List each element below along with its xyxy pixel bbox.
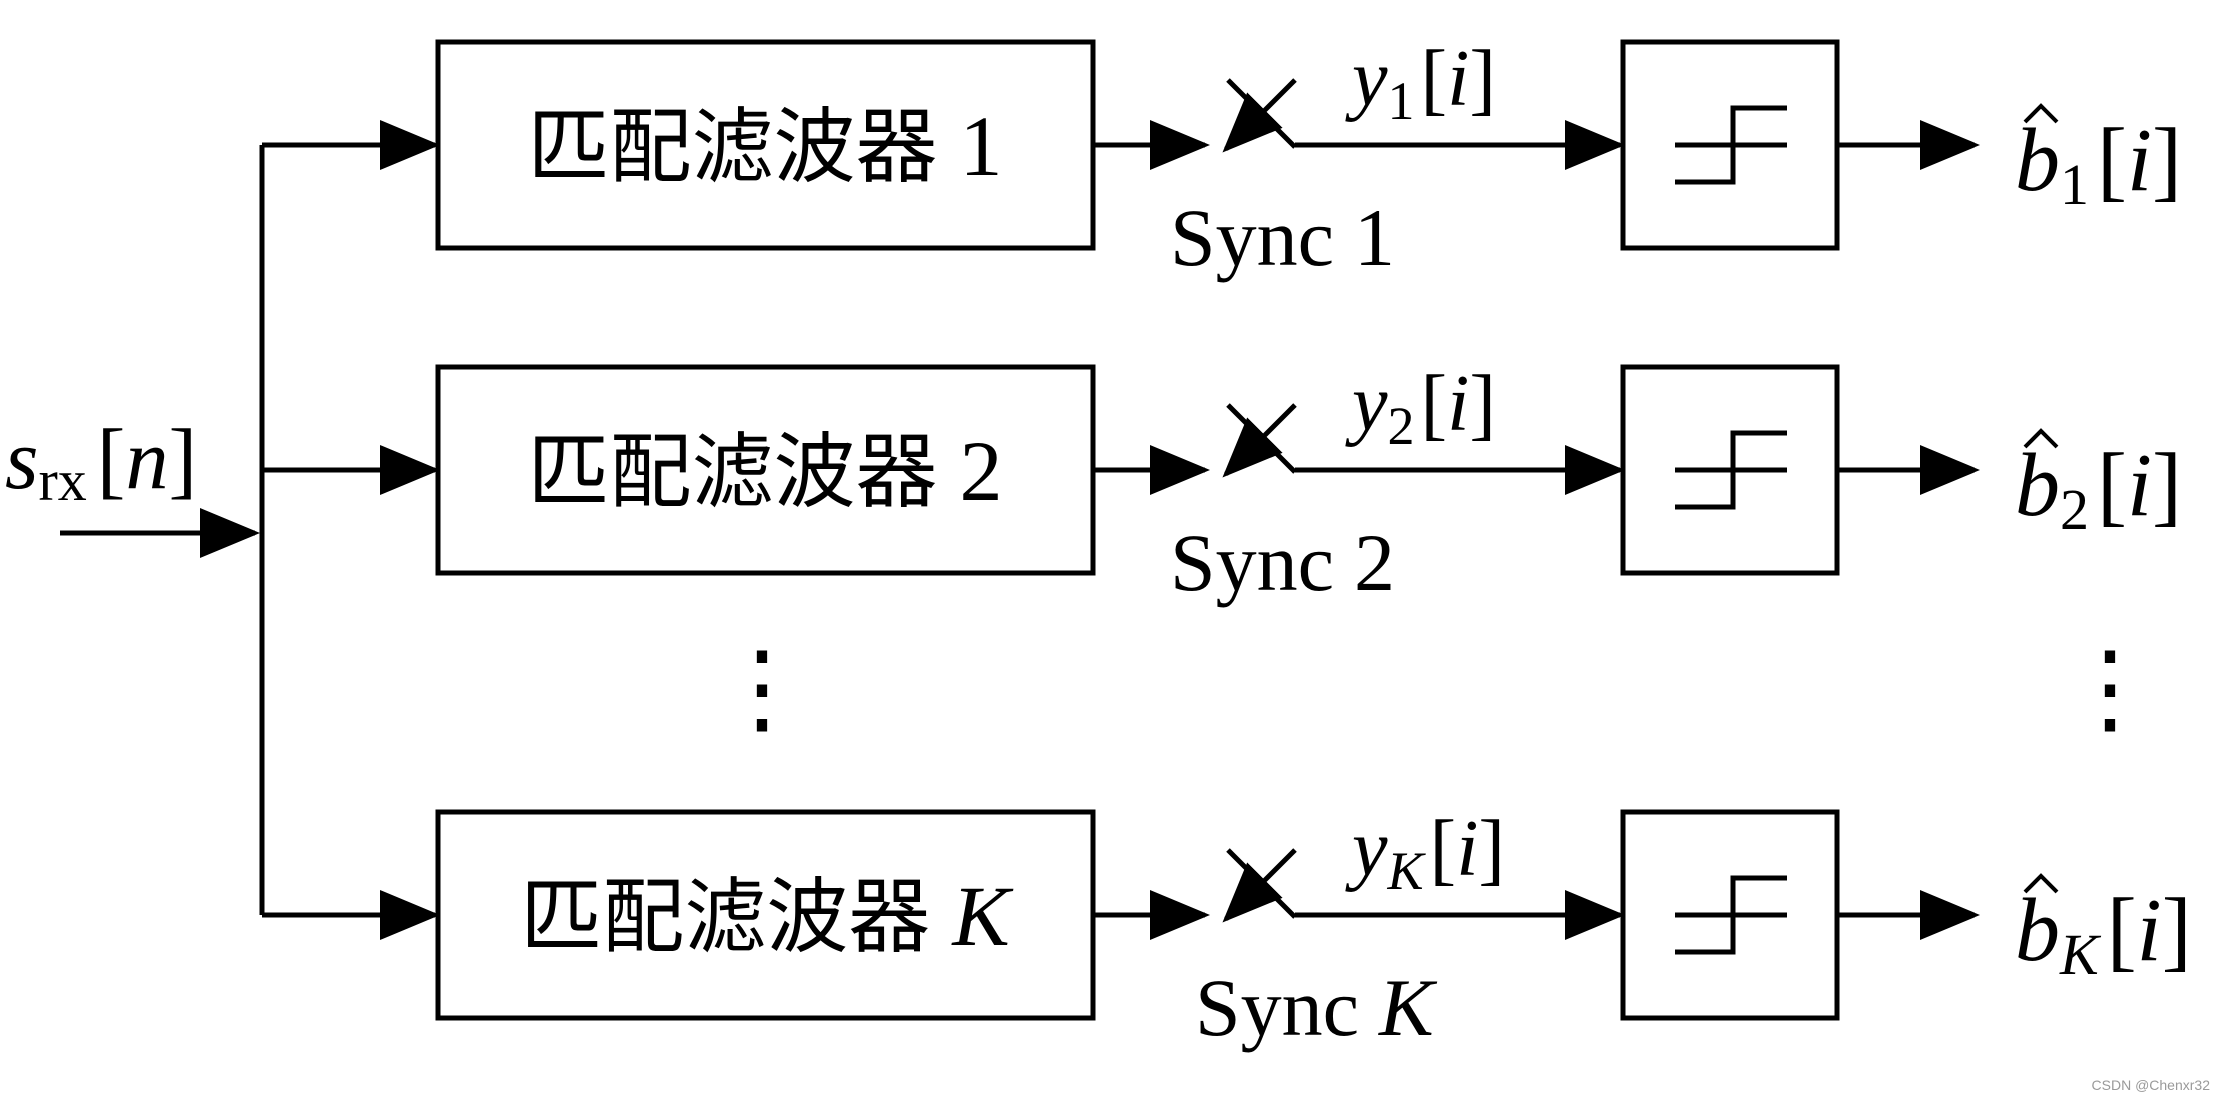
sync-number: K [1378, 962, 1438, 1053]
output-index: i [2127, 436, 2152, 535]
output-var: b [2015, 881, 2060, 980]
ellipsis-right: ⋮ [2060, 633, 2160, 744]
filter-text: 匹配滤波器 [520, 870, 930, 965]
matched-filter-box [435, 364, 1096, 576]
output-label: bK[i] [2015, 881, 2192, 987]
sample-sub: 1 [1388, 71, 1415, 131]
input-var: s [5, 411, 38, 507]
sync-number: 1 [1354, 192, 1395, 283]
output-label: b2[i] [2015, 436, 2182, 542]
output-sub: 1 [2060, 152, 2089, 217]
filter-text: 匹配滤波器 [527, 100, 937, 195]
sample-label: y2[i] [1345, 360, 1496, 456]
filter-text: 匹配滤波器 [527, 425, 937, 520]
sample-var: y [1345, 360, 1388, 448]
output-sub: 2 [2060, 477, 2089, 542]
output-sub: K [2059, 922, 2102, 987]
sampling-switch-arm-b [1222, 848, 1297, 923]
sample-sub: K [1387, 841, 1427, 901]
input-index: n [125, 411, 168, 507]
sync-text: Sync [1195, 962, 1359, 1053]
watermark: CSDN @Chenxr32 [2092, 1077, 2211, 1093]
sample-var: y [1345, 35, 1388, 123]
sample-label: y1[i] [1345, 35, 1496, 131]
sampling-switch-arm-b [1222, 403, 1297, 478]
sample-index: i [1456, 805, 1478, 893]
sample-label: yK[i] [1345, 805, 1505, 901]
matched-filter-box [435, 39, 1096, 251]
sample-sub: 2 [1388, 396, 1415, 456]
hat-accent-icon [2023, 103, 2059, 124]
output-index: i [2127, 111, 2152, 210]
input-sub: rx [38, 448, 86, 513]
output-var: b [2015, 111, 2060, 210]
sample-var: y [1345, 805, 1388, 893]
sync-number: 2 [1354, 517, 1395, 608]
sample-index: i [1447, 360, 1469, 448]
hat-accent-icon [2023, 428, 2059, 449]
hat-accent-icon [2023, 873, 2059, 894]
input-bracket-close: ] [168, 411, 197, 507]
sample-index: i [1447, 35, 1469, 123]
sampling-switch-arm-b [1222, 78, 1297, 153]
sync-text: Sync [1170, 517, 1334, 608]
output-label: b1[i] [2015, 111, 2182, 217]
matched-filter-box [435, 809, 1096, 1021]
input-signal-label: srx[n] [5, 411, 197, 513]
output-index: i [2137, 881, 2162, 980]
output-var: b [2015, 436, 2060, 535]
ellipsis-middle: ⋮ [712, 633, 812, 744]
filter-number: 2 [960, 423, 1003, 519]
filter-number: K [950, 868, 1014, 964]
filter-number: 1 [960, 98, 1003, 194]
input-bracket-open: [ [97, 411, 126, 507]
sync-text: Sync [1170, 192, 1334, 283]
